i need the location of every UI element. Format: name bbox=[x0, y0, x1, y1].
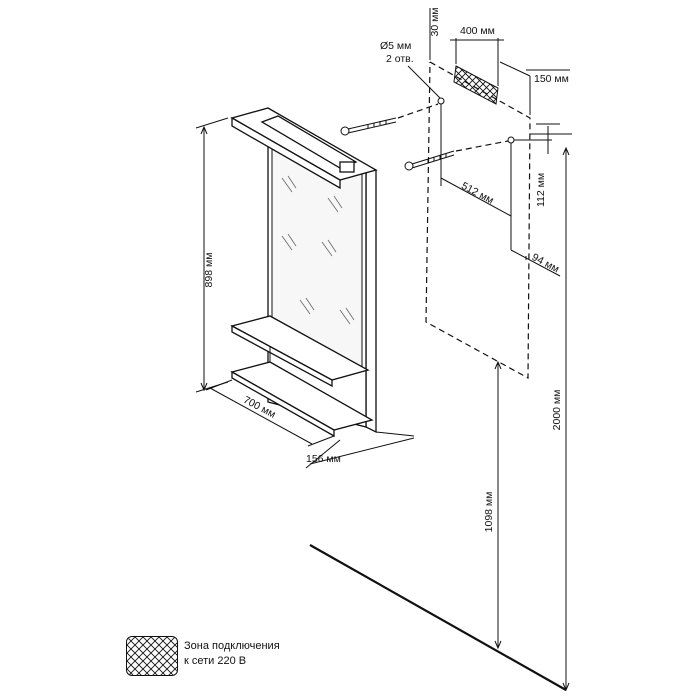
screw-leader-top bbox=[397, 103, 439, 119]
dim-width bbox=[205, 379, 335, 447]
light-fixture-end bbox=[339, 161, 355, 173]
label-hole-vertical: 112 мм bbox=[535, 173, 547, 207]
mount-hole-right bbox=[507, 136, 515, 144]
label-floor-to-bottom: 1098 мм bbox=[483, 492, 495, 533]
label-hole-count: 2 отв. bbox=[386, 53, 414, 65]
light-fixture bbox=[260, 115, 358, 169]
dim-hole-spacing bbox=[440, 104, 512, 250]
dim-floor-to-bottom bbox=[494, 360, 502, 650]
label-zone-width: 400 мм bbox=[460, 25, 495, 37]
dim-zone-side bbox=[499, 61, 570, 115]
label-zone-side: 150 мм bbox=[534, 73, 569, 85]
label-hole-spacing: 512 мм bbox=[459, 180, 495, 207]
legend-line-1: Зона подключения bbox=[184, 640, 280, 652]
hole-leader bbox=[407, 65, 441, 99]
connection-zone bbox=[453, 65, 499, 105]
floor-line bbox=[309, 544, 567, 691]
label-mount-height: 2000 мм bbox=[551, 390, 563, 431]
dim-height bbox=[195, 117, 229, 393]
label-height: 898 мм bbox=[203, 253, 215, 288]
legend-line-2: к сети 220 В bbox=[184, 655, 247, 667]
screw-bottom bbox=[404, 150, 455, 171]
label-top-offset: 30 мм bbox=[429, 7, 441, 36]
dim-hole-vertical bbox=[514, 123, 560, 154]
wall-outline bbox=[425, 61, 531, 380]
screw-leader-bottom bbox=[455, 140, 509, 152]
mirror-cabinet bbox=[230, 107, 378, 438]
legend: Зона подключения к сети 220 В bbox=[126, 634, 376, 682]
label-hole-diameter: Ø5 мм bbox=[380, 40, 411, 52]
mount-hole-left bbox=[437, 97, 445, 105]
dim-zone-width bbox=[450, 38, 504, 86]
label-depth: 156 мм bbox=[306, 453, 341, 465]
legend-label: Зона подключения к сети 220 В bbox=[184, 639, 280, 669]
dim-depth bbox=[305, 431, 415, 469]
dim-hole-side bbox=[510, 249, 561, 277]
screw-top bbox=[340, 117, 397, 136]
dim-mount-height bbox=[530, 133, 572, 692]
label-hole-side: 94 мм bbox=[530, 251, 561, 275]
legend-hatch-swatch bbox=[126, 636, 178, 676]
